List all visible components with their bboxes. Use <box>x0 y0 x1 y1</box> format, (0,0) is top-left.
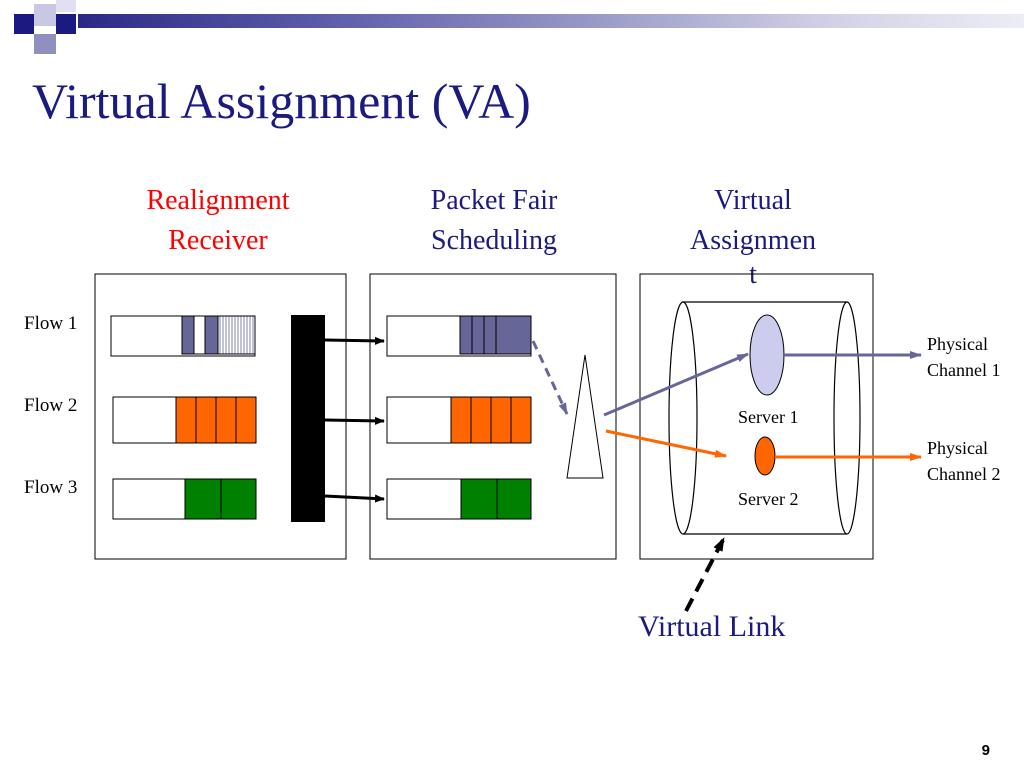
packet <box>181 315 195 355</box>
scheduler-queue-flow-3 <box>386 478 532 520</box>
packet <box>460 478 498 520</box>
packet <box>510 396 532 444</box>
packet <box>184 478 222 520</box>
logo-square <box>56 0 76 12</box>
connector-arrow-flow-1 <box>324 336 385 345</box>
section-header-line: Receiver <box>168 225 268 256</box>
packet <box>495 315 532 355</box>
logo-square <box>34 34 56 54</box>
packet <box>215 396 237 444</box>
channel-label-line: Physical <box>927 438 988 458</box>
packet <box>496 478 532 520</box>
multiplexer-triangle <box>566 354 604 479</box>
page-number: 9 <box>981 742 990 759</box>
slide-title: Virtual Assignment (VA) <box>32 73 531 129</box>
packet <box>459 315 473 355</box>
server-1-node <box>749 314 785 396</box>
connector-arrow-flow-2 <box>324 416 385 425</box>
packet-fair-scheduling-panel <box>369 273 617 560</box>
packet <box>471 315 485 355</box>
title-bar-decoration <box>78 14 1024 28</box>
section-header-packet-fair-scheduling: Packet Fair Scheduling <box>394 181 594 261</box>
virtual-link-cylinder <box>668 301 861 535</box>
server-2-label: Server 2 <box>738 489 799 509</box>
physical-channel-2-label: Physical Channel 2 <box>927 435 1001 487</box>
section-header-line: Virtual <box>714 185 792 216</box>
flow-2-label: Flow 2 <box>24 395 78 416</box>
flow-3-label: Flow 3 <box>24 477 78 498</box>
section-header-virtual-assignment: Virtual Assignmen t <box>653 181 853 295</box>
packet <box>235 396 257 444</box>
logo-square <box>34 4 56 26</box>
packet <box>490 396 512 444</box>
packet <box>470 396 492 444</box>
packet <box>450 396 472 444</box>
arrow-to-server-2 <box>605 429 727 458</box>
packet <box>195 396 217 444</box>
section-header-line: Assignmen <box>690 225 816 256</box>
virtual-link-label: Virtual Link <box>638 610 786 643</box>
packet <box>175 396 197 444</box>
realignment-receiver-panel <box>94 273 347 560</box>
receiver-queue-flow-1 <box>110 315 256 357</box>
packet-slot <box>217 315 256 355</box>
section-header-line: Scheduling <box>431 225 557 256</box>
dashed-arrow-scheduler <box>531 340 569 415</box>
virtual-link-arrow <box>684 537 726 612</box>
realignment-bar <box>291 315 325 522</box>
server-2-node <box>754 436 776 476</box>
receiver-queue-flow-3 <box>112 478 257 520</box>
channel-label-line: Physical <box>927 334 988 354</box>
channel-label-line: Channel 2 <box>927 464 1001 484</box>
arrow-to-server-1 <box>603 352 749 417</box>
scheduler-queue-flow-1 <box>386 315 532 357</box>
section-header-line: Realignment <box>146 185 290 216</box>
virtual-assignment-panel <box>639 273 874 560</box>
flow-1-label: Flow 1 <box>24 313 78 334</box>
logo-square <box>14 14 34 34</box>
packet <box>483 315 497 355</box>
packet <box>193 315 206 355</box>
server-1-label: Server 1 <box>738 407 799 427</box>
receiver-queue-flow-2 <box>112 396 257 444</box>
packet <box>204 315 219 355</box>
channel-label-line: Channel 1 <box>927 360 1001 380</box>
packet <box>220 478 257 520</box>
scheduler-queue-flow-2 <box>386 396 532 444</box>
section-header-realignment-receiver: Realignment Receiver <box>118 181 318 261</box>
connector-arrow-flow-3 <box>324 494 385 503</box>
physical-channel-1-label: Physical Channel 1 <box>927 331 1001 383</box>
logo-square <box>56 14 76 34</box>
section-header-line: Packet Fair <box>430 185 558 216</box>
